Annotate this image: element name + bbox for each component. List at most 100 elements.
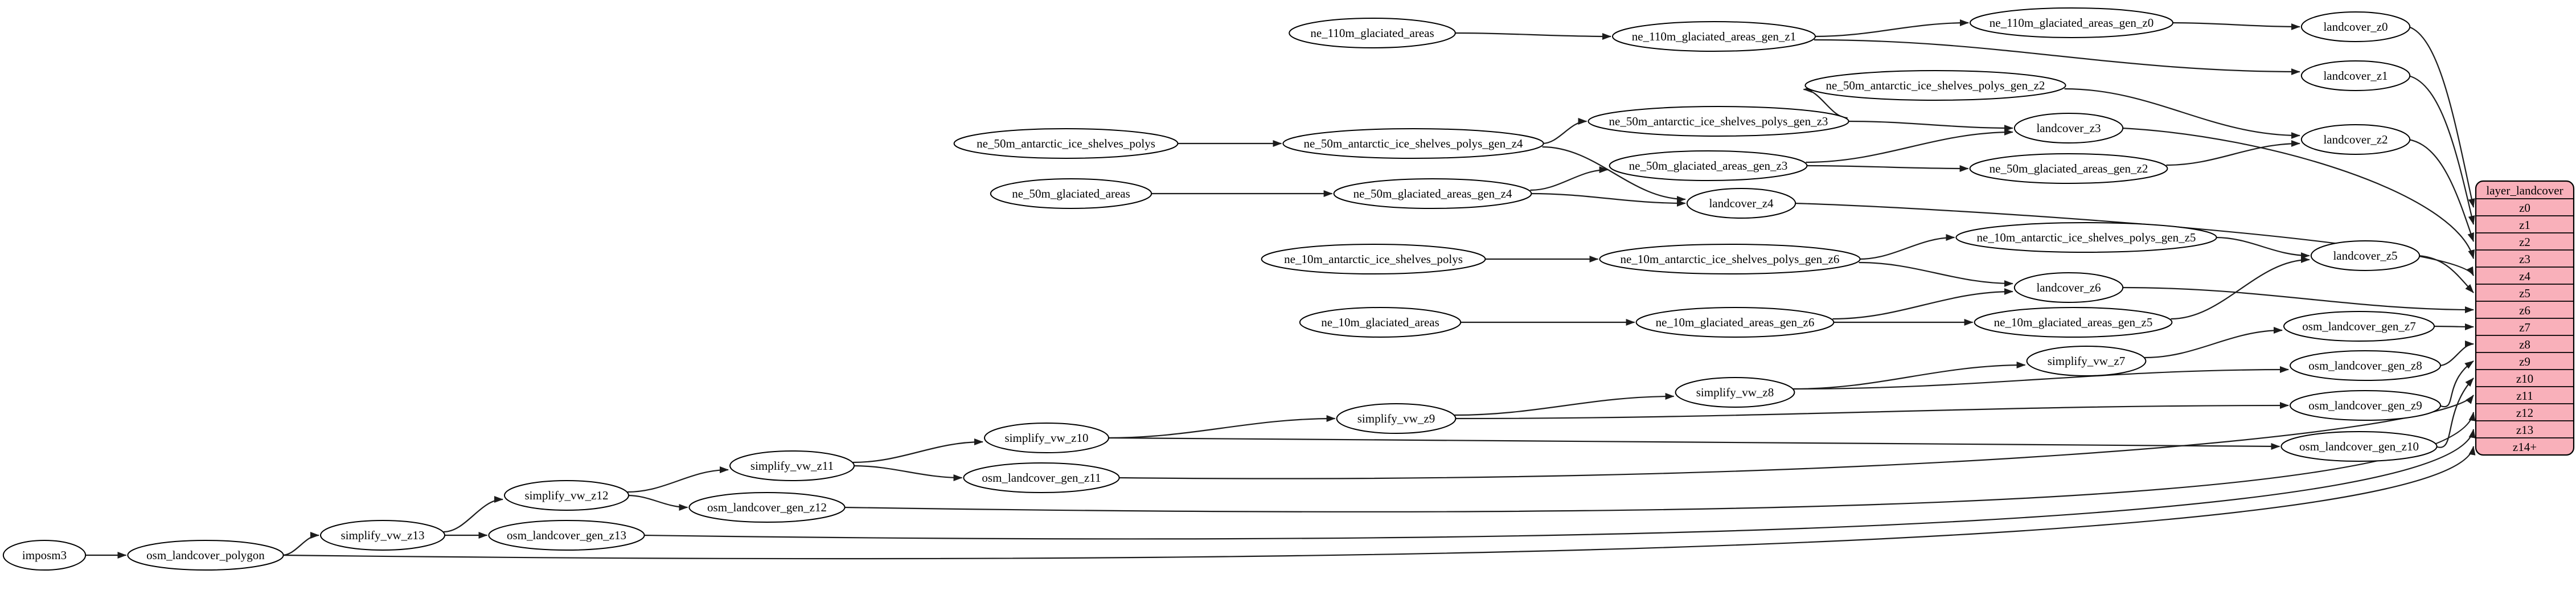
node-osm_landcover_gen_z8: osm_landcover_gen_z8 [2290, 350, 2441, 381]
node-osm_landcover_gen_z7: osm_landcover_gen_z7 [2283, 311, 2435, 342]
node-label: ne_50m_glaciated_areas [1012, 187, 1130, 200]
node-ellipse [1609, 150, 1808, 181]
node-label: simplify_vw_z9 [1357, 412, 1435, 425]
node-ellipse [1599, 244, 1861, 274]
node-ne_10m_antarctic_ice_shelves_polys_gen_z5: ne_10m_antarctic_ice_shelves_polys_gen_z… [1955, 222, 2217, 253]
table-row-z10: z10 [2516, 372, 2533, 386]
node-label: osm_landcover_gen_z8 [2308, 359, 2422, 372]
edge-simplify_vw_z9--simplify_vw_z8 [1454, 393, 1675, 416]
node-simplify_vw_z12: simplify_vw_z12 [504, 480, 629, 511]
edge-simplify_vw_z13--simplify_vw_z12 [443, 496, 503, 533]
edge-ne_50m_glaciated_areas_gen_z4--ne_50m_glaciated_areas_gen_z3 [1530, 166, 1609, 191]
edge-ne_10m_antarctic_ice_shelves_polys_gen_z6--ne_10m_antarctic_ice_shelves_polys_gen_z5 [1859, 234, 1955, 260]
edge-landcover_z5--layer_landcover-z5 [2418, 255, 2474, 293]
node-ne_10m_antarctic_ice_shelves_polys_gen_z6: ne_10m_antarctic_ice_shelves_polys_gen_z… [1599, 244, 1861, 274]
edge-simplify_vw_z12--simplify_vw_z11 [627, 466, 729, 493]
edge-landcover_z6--layer_landcover-z6 [2122, 286, 2474, 313]
node-label: simplify_vw_z12 [525, 489, 609, 502]
edge-ne_50m_glaciated_areas_gen_z3--landcover_z3 [1806, 129, 2013, 163]
node-simplify_vw_z7: simplify_vw_z7 [2026, 346, 2147, 376]
edge-landcover_z0--layer_landcover-z0 [2408, 26, 2475, 208]
node-simplify_vw_z10: simplify_vw_z10 [984, 423, 1109, 453]
node-landcover_z5: landcover_z5 [2310, 240, 2421, 271]
edge-ne_10m_antarctic_ice_shelves_polys_gen_z5--landcover_z5 [2215, 236, 2310, 259]
node-osm_landcover_gen_z12: osm_landcover_gen_z12 [688, 492, 846, 523]
edge-ne_10m_glaciated_areas_gen_z5--landcover_z5 [2171, 256, 2310, 320]
node-label: ne_50m_antarctic_ice_shelves_polys_gen_z… [1609, 114, 1828, 128]
node-imposm3: imposm3 [2, 540, 87, 571]
node-ellipse [953, 128, 1179, 159]
node-label: ne_50m_glaciated_areas_gen_z2 [1990, 162, 2148, 175]
node-ellipse [1336, 403, 1457, 434]
node-label: ne_50m_antarctic_ice_shelves_polys_gen_z… [1304, 137, 1523, 150]
node-ne_50m_glaciated_areas: ne_50m_glaciated_areas [990, 178, 1152, 209]
edge-ne_10m_glaciated_areas_gen_z6--landcover_z6 [1832, 288, 2013, 320]
edge-ne_110m_glaciated_areas_gen_z1--landcover_z1 [1814, 39, 2300, 75]
node-ellipse [488, 520, 645, 551]
node-label: osm_landcover_gen_z11 [982, 471, 1101, 485]
node-ellipse [1686, 188, 1796, 219]
table-row-z7: z7 [2519, 321, 2530, 334]
edge-ne_110m_glaciated_areas--ne_110m_glaciated_areas_gen_z1 [1454, 32, 1611, 40]
table-row-z6: z6 [2519, 304, 2530, 317]
node-label: ne_10m_antarctic_ice_shelves_polys [1284, 252, 1463, 266]
node-label: ne_50m_antarctic_ice_shelves_polys_gen_z… [1826, 79, 2045, 92]
node-label: ne_50m_glaciated_areas_gen_z4 [1353, 187, 1512, 200]
node-ne_10m_glaciated_areas: ne_10m_glaciated_areas [1299, 307, 1462, 338]
node-label: osm_landcover_polygon [146, 548, 265, 562]
node-ellipse [1969, 153, 2168, 184]
edge-ne_10m_antarctic_ice_shelves_polys_gen_z6--landcover_z6 [1859, 261, 2013, 287]
node-ellipse [1588, 106, 1849, 137]
table-title: layer_landcover [2486, 184, 2563, 198]
node-label: osm_landcover_gen_z10 [2299, 440, 2419, 453]
node-ellipse [1675, 377, 1795, 408]
node-ellipse [127, 540, 284, 571]
edge-simplify_vw_z11--osm_landcover_gen_z11 [852, 465, 963, 481]
node-ellipse [688, 492, 846, 523]
node-label: imposm3 [22, 548, 67, 562]
edge-simplify_vw_z8--osm_landcover_gen_z8 [1793, 366, 2289, 390]
table-row-z9: z9 [2519, 355, 2530, 368]
table-row-z3: z3 [2519, 252, 2530, 266]
node-ellipse [2300, 60, 2411, 91]
node-ellipse [2290, 390, 2441, 421]
node-label: osm_landcover_gen_z13 [507, 528, 626, 542]
node-label: landcover_z0 [2323, 20, 2388, 34]
edge-landcover_z1--layer_landcover-z1 [2408, 75, 2475, 225]
table-row-z2: z2 [2519, 235, 2530, 249]
edge-simplify_vw_z12--osm_landcover_gen_z12 [627, 494, 688, 511]
node-label: simplify_vw_z8 [1696, 386, 1774, 399]
node-osm_landcover_gen_z9: osm_landcover_gen_z9 [2290, 390, 2441, 421]
node-ne_10m_glaciated_areas_gen_z6: ne_10m_glaciated_areas_gen_z6 [1635, 307, 1835, 338]
node-label: osm_landcover_gen_z7 [2302, 319, 2415, 333]
edge-landcover_z2--layer_landcover-z2 [2408, 138, 2475, 242]
node-label: osm_landcover_gen_z9 [2308, 399, 2422, 412]
node-ellipse [2290, 350, 2441, 381]
node-ellipse [1955, 222, 2217, 253]
node-landcover_z2: landcover_z2 [2300, 124, 2411, 155]
table-row-z5: z5 [2519, 286, 2530, 300]
node-ellipse [320, 520, 445, 551]
node-simplify_vw_z9: simplify_vw_z9 [1336, 403, 1457, 434]
node-ellipse [1261, 244, 1486, 274]
node-label: ne_10m_antarctic_ice_shelves_polys_gen_z… [1621, 252, 1840, 266]
layer-landcover-table: layer_landcoverz0z1z2z3z4z5z6z7z8z9z10z1… [2475, 180, 2575, 456]
node-ellipse [2300, 11, 2411, 42]
node-simplify_vw_z8: simplify_vw_z8 [1675, 377, 1795, 408]
edge-osm_landcover_gen_z9--layer_landcover-z9 [2439, 360, 2474, 408]
node-osm_landcover_gen_z13: osm_landcover_gen_z13 [488, 520, 645, 551]
node-label: landcover_z1 [2323, 69, 2388, 83]
edge-osm_landcover_gen_z11--layer_landcover-z11 [1118, 395, 2474, 479]
node-ne_50m_antarctic_ice_shelves_polys: ne_50m_antarctic_ice_shelves_polys [953, 128, 1179, 159]
node-ne_110m_glaciated_areas: ne_110m_glaciated_areas [1289, 18, 1456, 48]
edges-layer [84, 19, 2476, 560]
edge-ne_110m_glaciated_areas_gen_z1--ne_110m_glaciated_areas_gen_z0 [1814, 19, 1969, 38]
node-ellipse [1974, 307, 2173, 338]
node-ellipse [1333, 178, 1532, 209]
node-ne_50m_antarctic_ice_shelves_polys_gen_z4: ne_50m_antarctic_ice_shelves_polys_gen_z… [1282, 128, 1544, 159]
node-ellipse [1804, 70, 2066, 101]
node-label: ne_110m_glaciated_areas [1310, 26, 1434, 40]
node-ellipse [1612, 21, 1816, 52]
